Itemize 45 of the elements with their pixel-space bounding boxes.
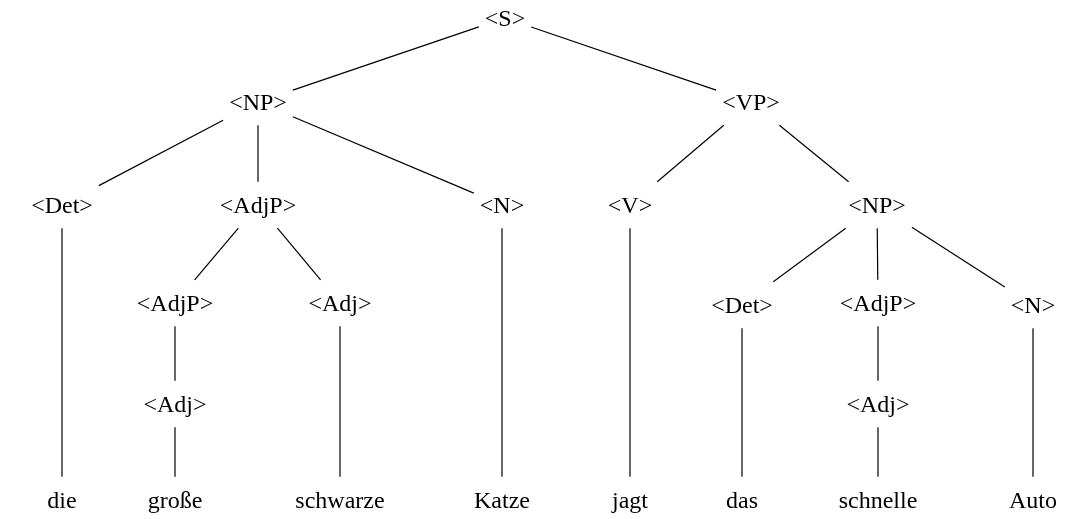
- tree-branch: [876, 227, 879, 281]
- category-label: <Adj>: [143, 390, 207, 418]
- word-label: Katze: [474, 486, 530, 514]
- word-label: schnelle: [838, 486, 918, 514]
- category-label: <AdjP>: [839, 289, 917, 317]
- word-label: Auto: [1009, 486, 1057, 514]
- tree-branch: [339, 325, 341, 478]
- tree-branch: [194, 227, 239, 281]
- category-label: <VP>: [722, 88, 780, 116]
- word-label: jagt: [612, 486, 648, 514]
- category-label: <NP>: [229, 88, 287, 116]
- category-label: <Adj>: [308, 289, 372, 317]
- category-label: <S>: [484, 4, 526, 32]
- word-label: die: [47, 486, 77, 514]
- tree-branch: [629, 227, 631, 478]
- tree-branch: [1032, 327, 1034, 478]
- tree-branch: [98, 119, 224, 187]
- tree-branch: [877, 426, 879, 478]
- tree-branch: [61, 227, 63, 478]
- tree-branch: [292, 116, 475, 194]
- category-label: <Adj>: [846, 390, 910, 418]
- tree-branch: [877, 325, 879, 382]
- tree-branch: [501, 227, 503, 478]
- tree-branch: [530, 26, 717, 91]
- category-label: <AdjP>: [136, 289, 214, 317]
- tree-branch: [174, 426, 176, 478]
- category-label: <V>: [607, 191, 653, 219]
- tree-branch: [276, 227, 322, 281]
- tree-branch: [656, 124, 725, 183]
- tree-branch: [778, 124, 850, 183]
- word-label: große: [147, 486, 203, 514]
- word-label: schwarze: [295, 486, 385, 514]
- tree-branch: [741, 327, 743, 478]
- tree-branch: [772, 227, 847, 283]
- category-label: <Det>: [31, 191, 93, 219]
- category-label: <NP>: [848, 191, 906, 219]
- tree-branch: [257, 124, 259, 183]
- tree-branch: [911, 226, 1006, 288]
- word-label: das: [726, 486, 758, 514]
- tree-branch: [174, 325, 176, 382]
- category-label: <AdjP>: [219, 191, 297, 219]
- category-label: <N>: [1010, 291, 1056, 319]
- tree-branch: [292, 26, 480, 91]
- category-label: <N>: [479, 191, 525, 219]
- category-label: <Det>: [711, 291, 773, 319]
